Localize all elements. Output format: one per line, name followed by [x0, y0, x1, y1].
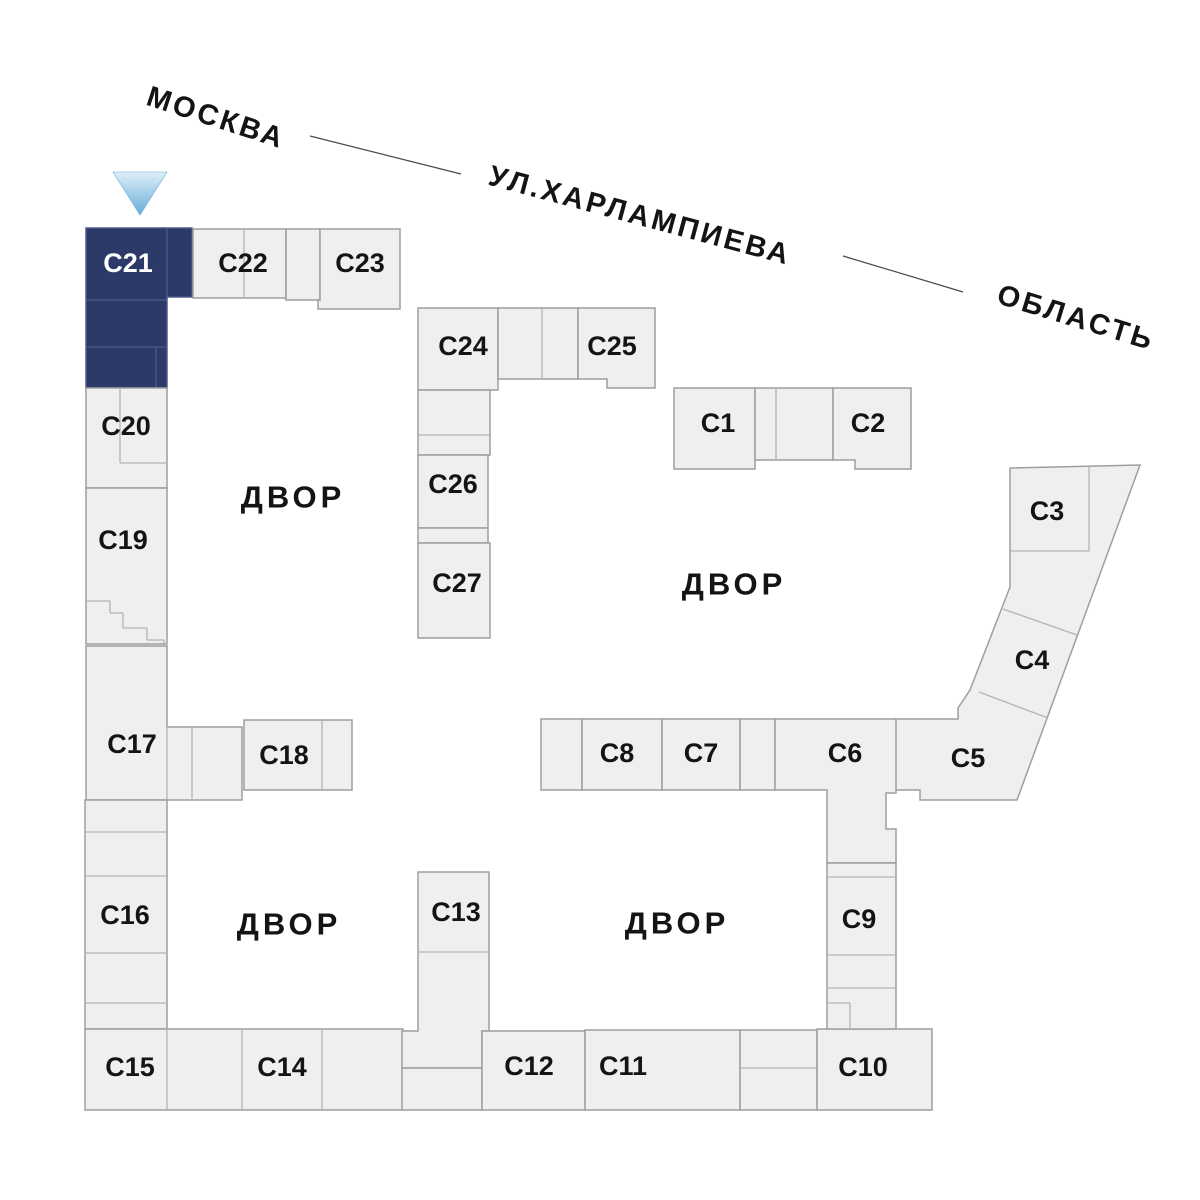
building-shape-c22-segment[interactable] — [285, 228, 321, 301]
building-label-c3-c4-c5-strip-1: С4 — [1015, 645, 1050, 675]
building-label-c1: С1 — [701, 408, 736, 438]
building-label-c16: С16 — [100, 900, 150, 930]
building-group-c22-segment — [285, 228, 321, 301]
building-label-c3-c4-c5-strip-0: С3 — [1030, 496, 1065, 526]
building-label-c23: С23 — [335, 248, 385, 278]
building-group-c24 — [417, 307, 499, 391]
building-label-c9: С9 — [842, 904, 877, 934]
marker-layer — [112, 171, 168, 216]
building-shape-c13-segment[interactable] — [401, 1067, 483, 1111]
building-group-c17 — [85, 645, 243, 801]
building-shape-c25[interactable] — [577, 307, 656, 389]
building-group-c6 — [774, 718, 897, 864]
building-label-c12: С12 — [504, 1051, 554, 1081]
building-group-c9 — [826, 862, 897, 1030]
building-label-c18: С18 — [259, 740, 309, 770]
courtyard-label-2: ДВОР — [237, 907, 342, 942]
building-shape-c8-row-segment[interactable] — [540, 718, 583, 791]
building-group-c18 — [243, 719, 353, 791]
building-label-c24: С24 — [438, 331, 488, 361]
building-label-c20: С20 — [101, 411, 151, 441]
building-label-c3-c4-c5-strip-2: С5 — [951, 743, 986, 773]
building-group-c19 — [85, 487, 168, 645]
street-label-ul-kharlampieva: УЛ.ХАРЛАМПИЕВА — [485, 160, 795, 272]
building-label-c19: С19 — [98, 525, 148, 555]
building-shape-c27[interactable] — [417, 542, 491, 639]
building-label-c22: С22 — [218, 248, 268, 278]
building-shape-c26-upper-segment[interactable] — [417, 389, 491, 456]
courtyard-labels-layer: ДВОР ДВОР ДВОР ДВОР — [237, 480, 787, 942]
building-label-c17: С17 — [107, 729, 157, 759]
building-shape-c6[interactable] — [774, 718, 897, 864]
building-group-c26-upper-segment — [417, 389, 491, 456]
buildings-layer — [84, 227, 1142, 1111]
building-group-c7-segment — [739, 718, 776, 791]
building-group-c26-lower-segment — [417, 527, 489, 544]
location-marker-icon — [112, 171, 168, 216]
courtyard-label-0: ДВОР — [241, 480, 346, 515]
building-label-c15-c14-row-0: С15 — [105, 1052, 155, 1082]
building-group-c2 — [832, 387, 912, 470]
building-label-c26: С26 — [428, 469, 478, 499]
building-label-c8: С8 — [600, 738, 635, 768]
building-group-c1-segment — [754, 387, 834, 461]
building-group-c11-segment — [739, 1029, 818, 1111]
building-label-c27: С27 — [432, 568, 482, 598]
building-group-c13-segment — [401, 1067, 483, 1111]
building-divider-line — [978, 691, 1049, 719]
building-shape-c7-segment[interactable] — [739, 718, 776, 791]
street-label-moskva: МОСКВА — [143, 81, 290, 156]
building-shape-c1-segment[interactable] — [754, 387, 834, 461]
building-shape-c19[interactable] — [85, 487, 168, 645]
building-shape-c17[interactable] — [85, 645, 243, 801]
building-label-c13: С13 — [431, 897, 481, 927]
street-axis-line-0 — [309, 135, 462, 175]
building-shape-c26-lower-segment[interactable] — [417, 527, 489, 544]
building-label-c2: С2 — [851, 408, 886, 438]
building-label-c7: С7 — [684, 738, 719, 768]
building-group-c27 — [417, 542, 491, 639]
building-group-c8-row-segment — [540, 718, 583, 791]
building-shape-c24-segment[interactable] — [497, 307, 579, 380]
building-group-c25 — [577, 307, 656, 389]
building-shape-c1[interactable] — [673, 387, 756, 470]
building-label-c15-c14-row-1: С14 — [257, 1052, 307, 1082]
street-label-oblast: ОБЛАСТЬ — [993, 279, 1158, 357]
building-label-c10: С10 — [838, 1052, 888, 1082]
building-shape-c9[interactable] — [826, 862, 897, 1030]
building-shape-c24[interactable] — [417, 307, 499, 391]
building-shape-c2[interactable] — [832, 387, 912, 470]
building-divider-line — [1002, 608, 1078, 636]
building-group-c3-c4-c5-strip — [894, 464, 1142, 801]
building-shape-c18[interactable] — [243, 719, 353, 791]
building-group-c24-segment — [497, 307, 579, 380]
building-group-c1 — [673, 387, 756, 470]
courtyard-label-3: ДВОР — [625, 906, 730, 941]
building-label-c11: С11 — [599, 1051, 647, 1081]
courtyard-label-1: ДВОР — [682, 567, 787, 602]
building-shape-c23[interactable] — [317, 228, 401, 310]
building-shape-c11-segment[interactable] — [739, 1029, 818, 1111]
street-axis-line-1 — [842, 255, 964, 293]
building-group-c23 — [317, 228, 401, 310]
building-label-c25: С25 — [587, 331, 637, 361]
building-label-c6: С6 — [828, 738, 863, 768]
building-shape-c3-c4-c5-strip[interactable] — [894, 464, 1142, 801]
building-label-c21: С21 — [103, 248, 153, 278]
